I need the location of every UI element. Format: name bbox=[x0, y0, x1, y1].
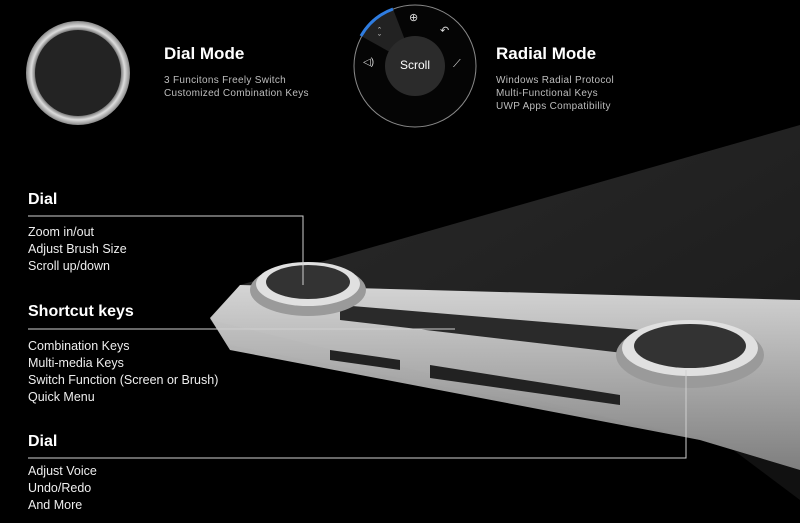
callout-item: Undo/Redo bbox=[28, 481, 92, 495]
radial-mode-line: Multi-Functional Keys bbox=[496, 88, 598, 99]
tablet-image bbox=[210, 125, 800, 500]
callout-title: Shortcut keys bbox=[28, 303, 134, 320]
callout-dial-bottom: Dial Adjust Voice Undo/Redo And More bbox=[28, 433, 97, 514]
volume-icon: ◁) bbox=[363, 57, 375, 68]
callout-item: Adjust Brush Size bbox=[28, 242, 127, 256]
radial-mode-line: Windows Radial Protocol bbox=[496, 75, 615, 86]
dial-mode-description: 3 Funcitons Freely Switch Customized Com… bbox=[164, 74, 309, 100]
radial-mode-line: UWP Apps Compatibility bbox=[496, 101, 611, 112]
undo-icon: ↶ bbox=[440, 25, 450, 37]
callout-title: Dial bbox=[28, 433, 58, 450]
callout-item: Adjust Voice bbox=[28, 464, 97, 478]
dial-mode-title: Dial Mode bbox=[164, 44, 245, 63]
callout-item: Multi-media Keys bbox=[28, 356, 124, 370]
callout-item: Quick Menu bbox=[28, 390, 95, 404]
callout-lines bbox=[28, 215, 687, 459]
callout-dial-top: Dial Zoom in/out Adjust Brush Size Scrol… bbox=[28, 191, 127, 275]
callout-shortcut-keys: Shortcut keys Combination Keys Multi-med… bbox=[28, 303, 218, 406]
dial-mode-image bbox=[26, 21, 130, 125]
callout-item: Zoom in/out bbox=[28, 225, 95, 239]
callout-item: Combination Keys bbox=[28, 339, 130, 353]
radial-menu-image bbox=[353, 4, 477, 128]
radial-mode-description: Windows Radial Protocol Multi-Functional… bbox=[496, 74, 614, 113]
radial-mode-title: Radial Mode bbox=[496, 44, 597, 63]
dial-mode-line: 3 Funcitons Freely Switch bbox=[164, 75, 286, 86]
callout-item: Switch Function (Screen or Brush) bbox=[28, 373, 219, 387]
callout-title: Dial bbox=[28, 191, 58, 208]
dial-mode-line: Customized Combination Keys bbox=[164, 88, 309, 99]
callout-item: And More bbox=[28, 498, 83, 512]
callout-item: Scroll up/down bbox=[28, 259, 110, 273]
brush-icon: ⟋ bbox=[453, 58, 461, 70]
zoom-icon: ⊕ bbox=[409, 12, 419, 24]
radial-center-label: Scroll bbox=[400, 58, 431, 72]
